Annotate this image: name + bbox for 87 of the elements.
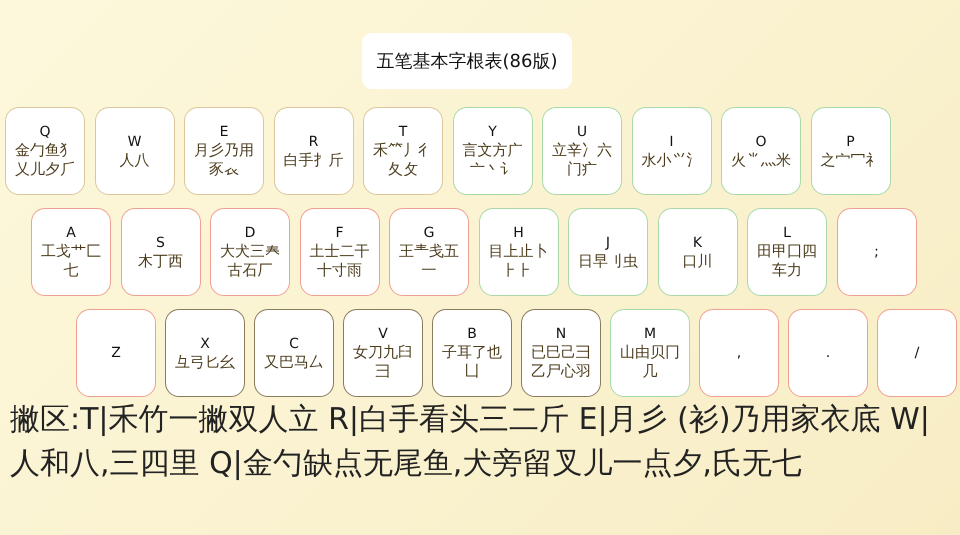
keyboard-key — [165, 309, 245, 397]
radical-list: 白手⺘斤 — [280, 150, 346, 170]
key-letter: G — [424, 224, 434, 242]
key-letter: Z — [111, 344, 121, 362]
keyboard-key — [452, 107, 532, 195]
radical-list: 大犬三𡗗古石厂 — [217, 242, 283, 280]
key-letter: T — [398, 123, 408, 141]
key-letter: L — [783, 224, 791, 242]
keyboard-key — [478, 208, 558, 296]
key-letter: Y — [488, 123, 497, 141]
key-letter: A — [66, 224, 76, 242]
keyboard-key — [343, 309, 423, 397]
radical-list: 水小⺍氵 — [638, 150, 704, 170]
radical-list: 金勹⻥犭乂儿夕⺁ — [12, 141, 78, 179]
key-letter: E — [220, 123, 228, 141]
radical-list: 已巳己⺕乙尸心羽 — [528, 343, 594, 381]
radical-list: 木丁西 — [128, 252, 194, 270]
key-letter: Q — [39, 123, 51, 141]
keyboard-key — [120, 208, 200, 296]
key-letter: B — [467, 325, 477, 343]
keyboard-key — [184, 107, 264, 195]
key-letter: O — [755, 132, 767, 150]
radical-list: 子耳了也凵 — [439, 343, 505, 381]
key-letter: ; — [874, 243, 879, 261]
radical-list: 又巴马厶 — [261, 352, 327, 372]
keyboard-key — [788, 309, 868, 397]
key-letter: . — [826, 344, 830, 362]
keyboard-key — [76, 309, 156, 397]
keyboard-key — [389, 208, 469, 296]
key-letter: , — [736, 344, 742, 362]
key-letter: H — [513, 224, 524, 242]
key-letter: S — [156, 234, 165, 252]
radical-list: 月彡乃用豕𧘇 — [191, 141, 257, 179]
key-letter: X — [200, 334, 210, 352]
key-letter: P — [846, 132, 855, 150]
radical-list: 工戈艹匚七 — [38, 242, 104, 280]
keyboard-key — [274, 107, 354, 195]
keyboard-key — [31, 208, 111, 296]
keyboard-key — [363, 107, 443, 195]
radical-list: 王龶戋五一 — [396, 242, 462, 280]
keyboard-key — [721, 107, 801, 195]
key-letter: R — [308, 132, 318, 150]
keyboard-key — [747, 208, 827, 296]
keyboard-key — [521, 309, 601, 397]
keyboard-key — [254, 309, 334, 397]
radical-list: 人八 — [102, 150, 168, 170]
keyboard-key — [300, 208, 380, 296]
key-letter: C — [289, 334, 299, 352]
keyboard-key — [94, 107, 174, 195]
keyboard-key — [5, 107, 85, 195]
radical-list: 立辛冫六门疒 — [549, 141, 615, 179]
radical-list: 山由贝冂几 — [617, 343, 683, 381]
keyboard-key — [877, 309, 957, 397]
keyboard-key — [836, 208, 916, 296]
radical-list: 田甲囗四车力 — [754, 242, 820, 280]
keyboard-key — [810, 107, 890, 195]
keyboard-key — [632, 107, 712, 195]
radical-list: 日早刂虫 — [575, 252, 641, 270]
keyboard-key — [699, 309, 779, 397]
key-letter: I — [669, 132, 674, 150]
key-letter: J — [606, 234, 610, 252]
keyboard-key — [568, 208, 648, 296]
key-letter: F — [335, 224, 344, 242]
keyboard-key — [432, 309, 512, 397]
keyboard-key — [542, 107, 622, 195]
key-letter: N — [556, 325, 566, 343]
key-letter: M — [644, 325, 656, 343]
radical-list: 口川 — [664, 252, 730, 270]
key-letter: V — [378, 325, 388, 343]
title: 五笔基本字根表(86版) — [362, 33, 572, 89]
key-letter: K — [692, 234, 702, 252]
radical-list: 女刀九臼彐 — [350, 343, 416, 381]
keyboard-key — [210, 208, 290, 296]
radical-list: 之宀冖礻 — [818, 150, 884, 170]
key-letter: W — [128, 132, 142, 150]
radical-list: 目上止卜⺊⺊ — [486, 242, 552, 280]
radical-list: 彑弓匕幺 — [172, 352, 238, 372]
radical-list: 言文方广亠丶讠 — [460, 141, 526, 179]
radical-list: 火⺌灬米 — [728, 150, 794, 170]
key-letter: U — [576, 123, 588, 141]
radical-list: 禾⺮丿彳夂攵 — [370, 141, 436, 179]
mnemonic-text: 撇区:T|禾竹一撇双人立 R|白手看头三二斤 E|月彡 (衫)乃用家衣底 W|人和八,三四里 Q|金勺缺点无尾鱼,犬旁留叉儿一点夕,氏无七 — [10, 401, 931, 483]
keyboard-key — [658, 208, 738, 296]
radical-list: 土士二干十寸雨 — [306, 242, 372, 280]
key-letter: D — [244, 224, 256, 242]
keyboard-key — [610, 309, 690, 397]
key-letter: / — [914, 344, 920, 362]
